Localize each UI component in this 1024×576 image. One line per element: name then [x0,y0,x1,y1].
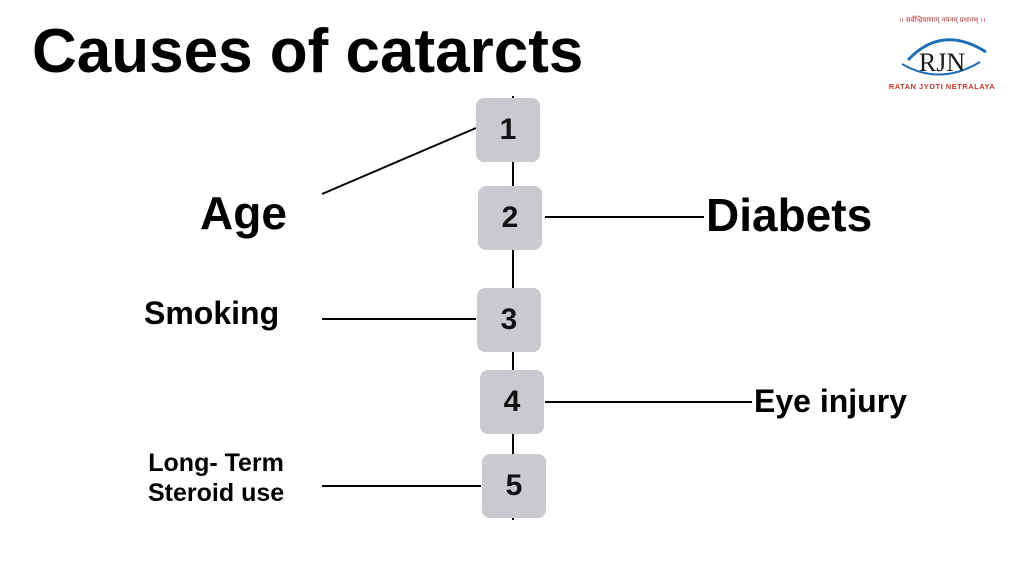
label-steroid-line-1: Long- Term [148,449,284,477]
logo-tagline: ।। सर्वेन्द्रियाणाम् नयनम् प्रधानम् ।। [898,16,986,24]
label-steroid-line-2: Steroid use [148,479,285,507]
label-diabets: Diabets [706,189,873,241]
page-title: Causes of catarcts [32,17,584,86]
step-box-4: 4 [480,370,544,434]
logo-mark: RJN [901,38,987,77]
step-box-2: 2 [478,186,542,250]
step-box-1: 1 [476,98,540,162]
label-steroid-use: Long- Term Steroid use [148,448,284,508]
logo-monogram: RJN [919,48,965,77]
step-number-5: 5 [505,469,523,502]
step-box-5: 5 [482,454,546,518]
label-eye-injury: Eye injury [754,383,907,419]
step-number-4: 4 [503,385,521,418]
step-number-2: 2 [501,201,519,234]
logo-name: RATAN JYOTI NETRALAYA [888,82,996,91]
step-number-1: 1 [499,113,517,146]
label-smoking: Smoking [144,295,280,331]
step-box-3: 3 [477,288,541,352]
step-number-3: 3 [500,303,518,336]
rjn-logo: ।। सर्वेन्द्रियाणाम् नयनम् प्रधानम् ।। R… [880,16,1004,96]
label-age: Age [200,187,287,239]
